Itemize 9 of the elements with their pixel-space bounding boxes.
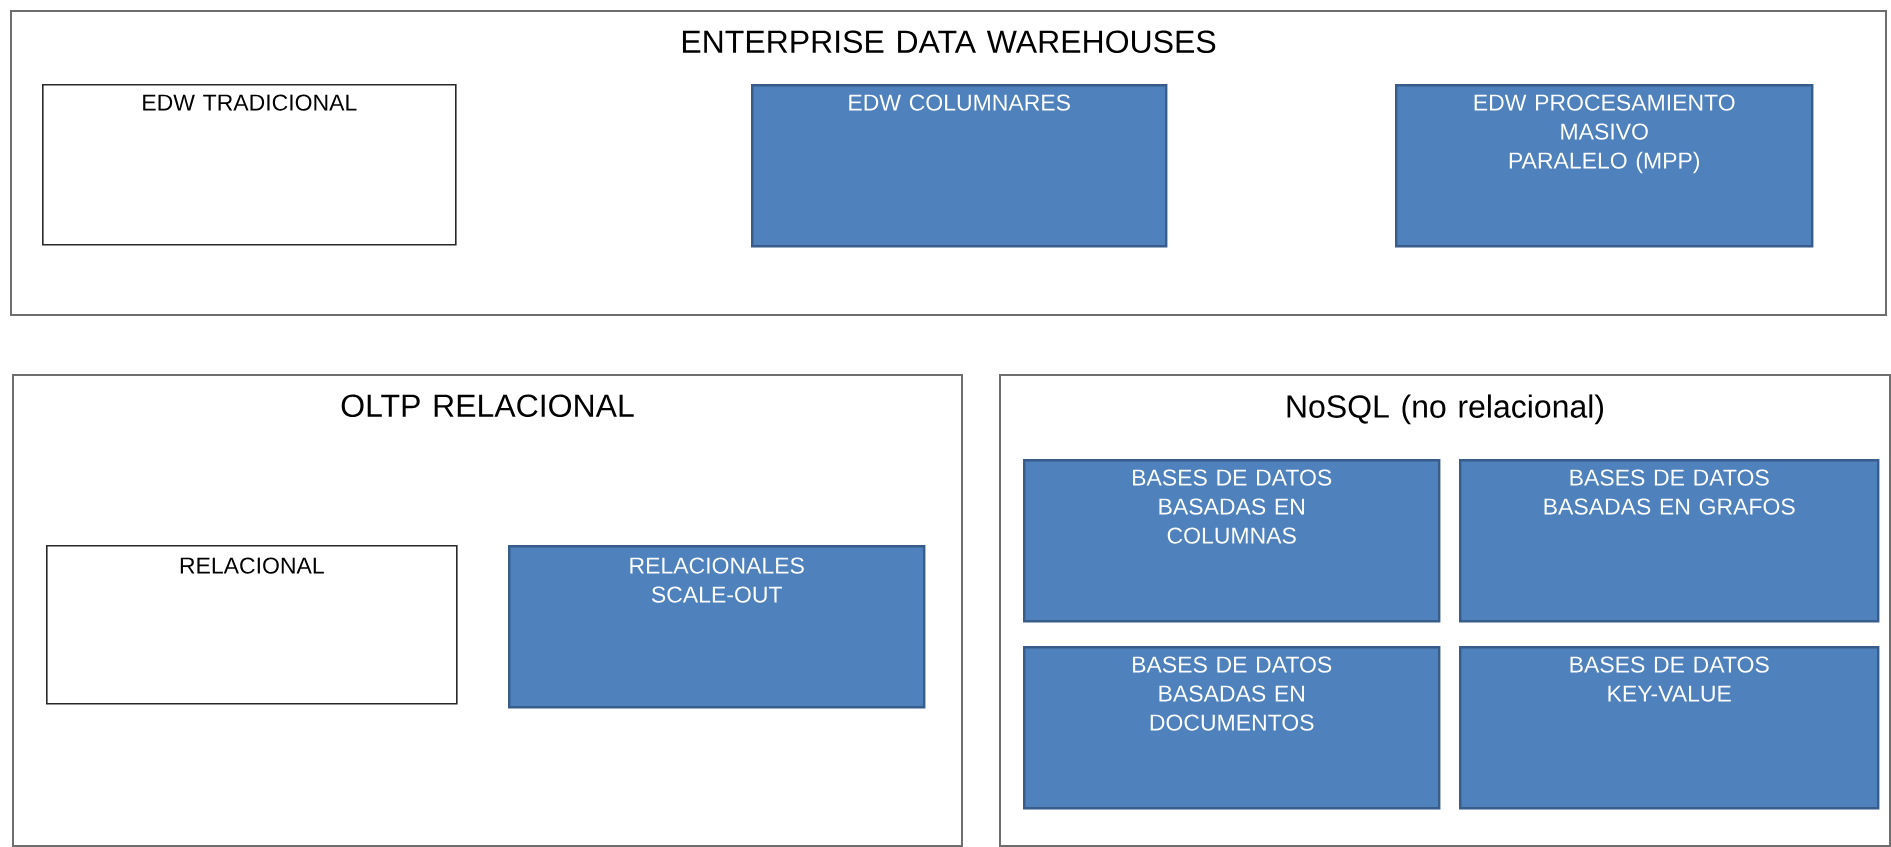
category-box: EDW TRADICIONAL — [42, 84, 457, 246]
category-box: EDW PROCESAMIENTO MASIVO PARALELO (MPP) — [1395, 84, 1814, 248]
category-box: BASES DE DATOS BASADAS EN GRAFOS — [1459, 459, 1880, 623]
category-box: EDW COLUMNARES — [751, 84, 1168, 248]
category-box: RELACIONAL — [46, 545, 458, 705]
category-box: BASES DE DATOS BASADAS EN DOCUMENTOS — [1023, 646, 1441, 810]
category-box: BASES DE DATOS KEY-VALUE — [1459, 646, 1880, 810]
category-box: RELACIONALES SCALE-OUT — [508, 545, 926, 709]
category-box: BASES DE DATOS BASADAS EN COLUMNAS — [1023, 459, 1441, 623]
